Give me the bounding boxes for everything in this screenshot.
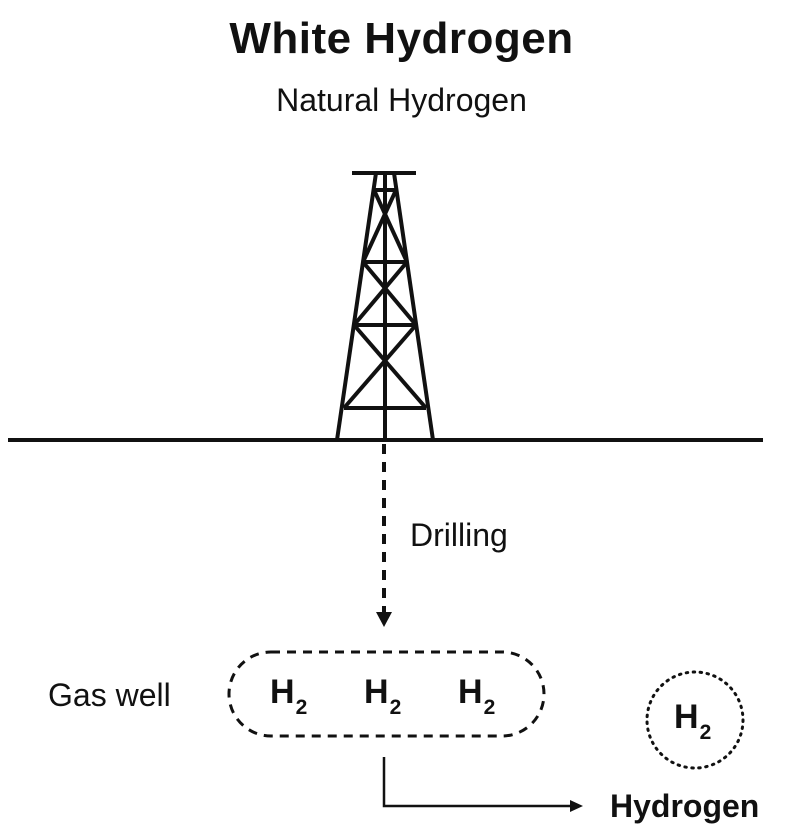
drilling-label: Drilling (410, 517, 508, 553)
h2-element: H (458, 673, 483, 711)
h2-subscript: 2 (699, 721, 712, 744)
h2-molecule-3: H2 (458, 675, 495, 718)
h2-subscript: 2 (295, 696, 308, 719)
diagram-subtitle: Natural Hydrogen (276, 82, 527, 118)
h2-subscript: 2 (389, 696, 402, 719)
h2-element: H (364, 673, 389, 711)
diagram-title: White Hydrogen (229, 14, 574, 63)
h2-subscript: 2 (483, 696, 496, 719)
h2-molecule-icon (645, 670, 745, 770)
hydrogen-output-label: Hydrogen (610, 788, 760, 824)
h2-molecule-2: H2 (364, 675, 401, 718)
drilling-rig-icon (335, 171, 435, 441)
output-arrow (382, 757, 583, 812)
h2-element: H (674, 698, 699, 736)
h2-element: H (270, 673, 295, 711)
drilling-arrow (376, 444, 392, 627)
gas-well-boundary (227, 650, 546, 738)
h2-molecule-output: H2 (674, 700, 711, 743)
h2-molecule-1: H2 (270, 675, 307, 718)
gas-well-label: Gas well (48, 677, 171, 713)
